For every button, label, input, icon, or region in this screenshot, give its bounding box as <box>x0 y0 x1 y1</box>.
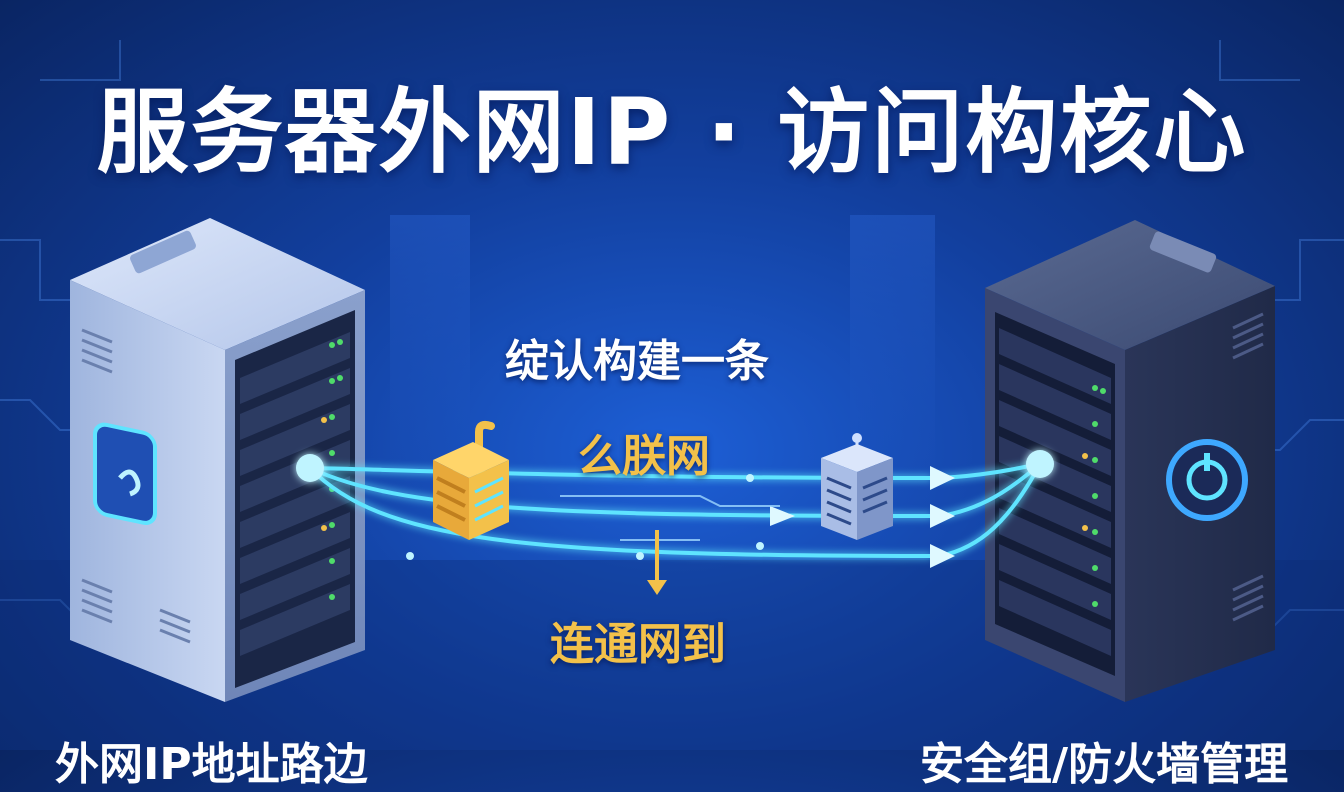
label-connected: 连通网到 <box>550 619 726 670</box>
router-icon <box>433 420 509 540</box>
label-network: 么朕网 <box>578 431 710 482</box>
footer-right-label: 安全组/防火墙管理 <box>920 739 1289 790</box>
left-server-icon <box>70 218 365 702</box>
connection-lines <box>296 450 1054 595</box>
right-server-icon <box>985 220 1275 702</box>
network-node-icon <box>821 433 893 540</box>
page-title: 服务器外网IP · 访问构核心 <box>96 79 1248 186</box>
footer-left-label: 外网IP地址路边 <box>55 739 368 790</box>
label-build-link: 绽认构建一条 <box>505 336 769 387</box>
